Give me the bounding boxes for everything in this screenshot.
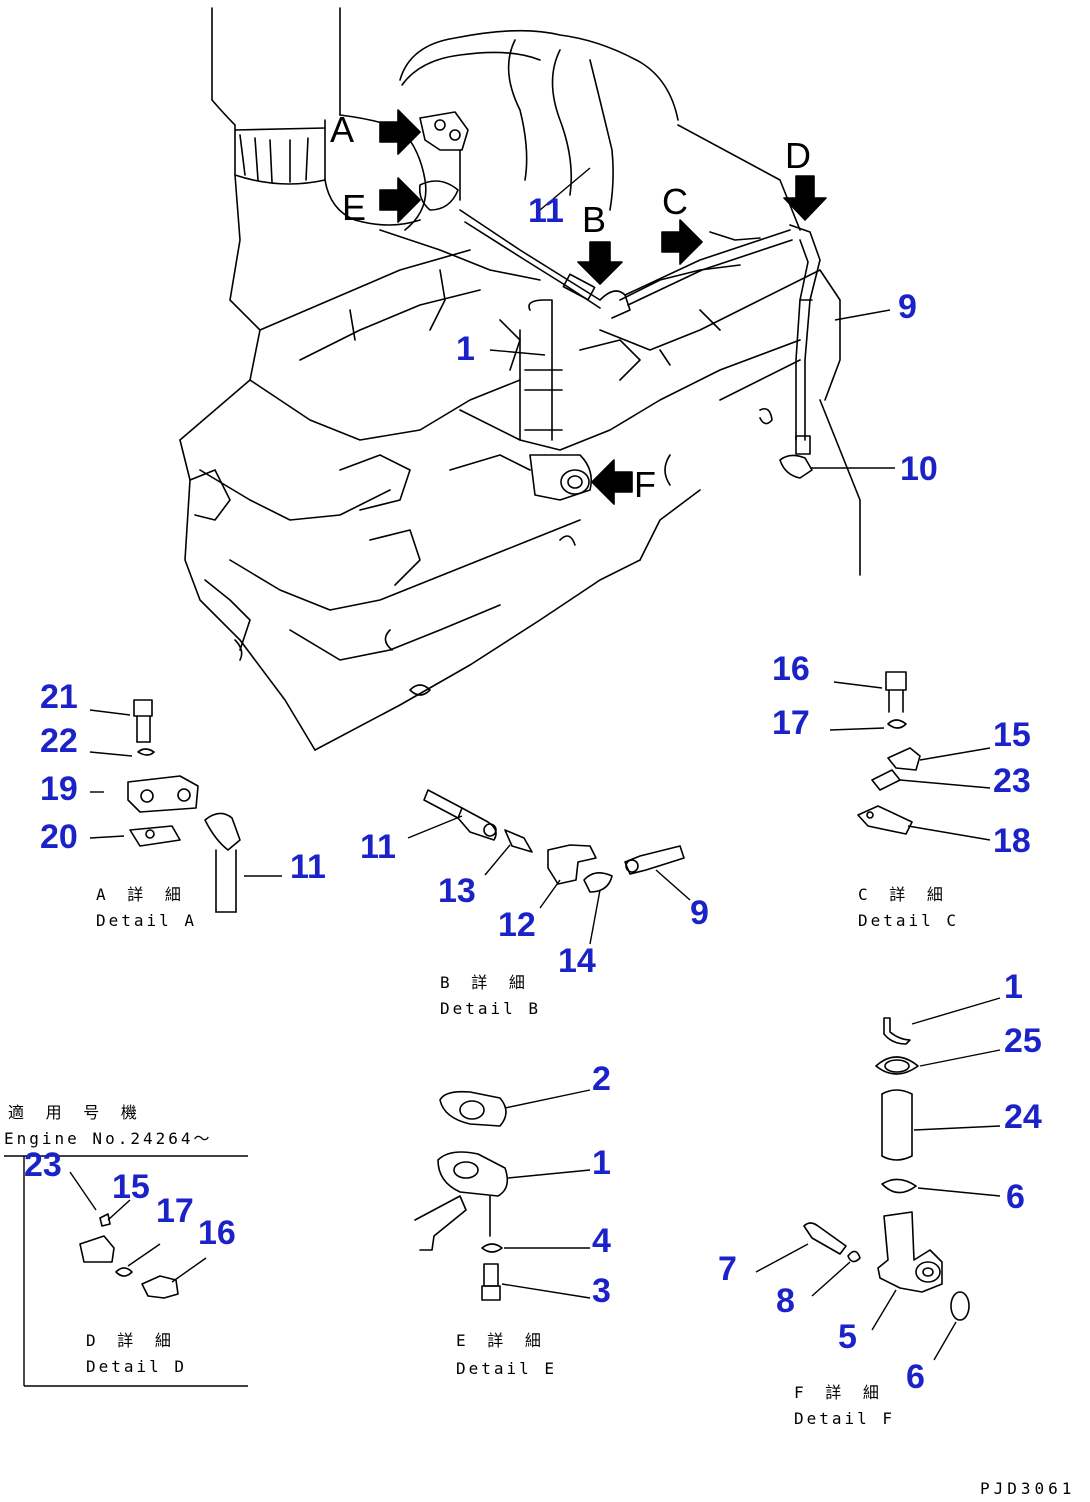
detail-d-caption-jp: D 詳 細 <box>86 1331 177 1350</box>
callout-e-2: 2 <box>592 1060 611 1098</box>
callout-f-24: 24 <box>1004 1098 1042 1136</box>
callout-f-8: 8 <box>776 1282 795 1320</box>
detail-d-drawing <box>79 1213 179 1299</box>
detail-b-caption-jp: B 詳 細 <box>440 973 531 992</box>
callout-a-20: 20 <box>40 818 78 856</box>
callout-b-12: 12 <box>498 906 536 944</box>
callout-b-14: 14 <box>558 942 596 980</box>
callout-a-19: 19 <box>40 770 78 808</box>
detail-b-drawing <box>423 789 685 893</box>
detail-a-caption-jp: A 詳 細 <box>96 885 187 904</box>
callout-e-4: 4 <box>592 1222 611 1260</box>
detail-d-frame <box>4 1155 248 1387</box>
detail-e-caption-en: Detail E <box>456 1359 557 1378</box>
callout-c-18: 18 <box>993 822 1031 860</box>
detail-e-drawing <box>414 1090 509 1301</box>
callout-a-11: 11 <box>290 848 326 886</box>
view-letter-f: F <box>634 464 656 505</box>
detail-b-caption-en: Detail B <box>440 999 541 1018</box>
view-letter-a: A <box>330 109 354 150</box>
callout-f-6a: 6 <box>1006 1178 1025 1216</box>
view-letter-e: E <box>342 187 366 228</box>
detail-c-caption-en: Detail C <box>858 911 959 930</box>
callout-f-6b: 6 <box>906 1358 925 1396</box>
callout-main-11: 11 <box>528 192 564 230</box>
detail-f-caption-jp: F 詳 細 <box>794 1383 885 1402</box>
callout-c-16: 16 <box>772 650 810 688</box>
callout-a-22: 22 <box>40 722 78 760</box>
callout-d-16: 16 <box>198 1214 236 1252</box>
applicability-jp: 適 用 号 機 <box>8 1103 143 1122</box>
detail-c-caption-jp: C 詳 細 <box>858 885 949 904</box>
callout-c-23: 23 <box>993 762 1031 800</box>
detail-c-drawing <box>857 671 921 835</box>
detail-f-caption-en: Detail F <box>794 1409 895 1428</box>
callout-b-9: 9 <box>690 894 709 932</box>
callout-b-13: 13 <box>438 872 476 910</box>
callout-d-17: 17 <box>156 1192 194 1230</box>
callout-b-11: 11 <box>360 828 396 866</box>
callout-f-5: 5 <box>838 1318 857 1356</box>
callout-c-17: 17 <box>772 704 810 742</box>
view-letter-d: D <box>785 135 811 176</box>
detail-a-caption-en: Detail A <box>96 911 197 930</box>
callout-main-1: 1 <box>456 330 475 368</box>
callout-c-15: 15 <box>993 716 1031 754</box>
applicability-en: Engine No.24264～ <box>4 1129 213 1148</box>
drawing-number: PJD3061 <box>980 1479 1075 1498</box>
callout-main-10: 10 <box>900 450 938 488</box>
callout-f-7: 7 <box>718 1250 737 1288</box>
detail-d-caption-en: Detail D <box>86 1357 187 1376</box>
callout-f-25: 25 <box>1004 1022 1042 1060</box>
callout-e-3: 3 <box>592 1272 611 1310</box>
detail-a-drawing <box>127 699 241 913</box>
callout-d-23: 23 <box>24 1146 62 1184</box>
view-letter-b: B <box>582 199 606 240</box>
callout-d-15: 15 <box>112 1168 150 1206</box>
view-letter-c: C <box>662 181 688 222</box>
callout-a-21: 21 <box>40 678 78 716</box>
main-callouts: 11 1 9 10 <box>456 167 938 488</box>
callout-main-9: 9 <box>898 288 917 326</box>
detail-e-caption-jp: E 詳 細 <box>456 1331 547 1350</box>
callout-e-1: 1 <box>592 1144 611 1182</box>
callout-f-1: 1 <box>1004 968 1023 1006</box>
detail-f-drawing <box>803 1017 970 1321</box>
engine-assembly-drawing <box>179 7 861 751</box>
